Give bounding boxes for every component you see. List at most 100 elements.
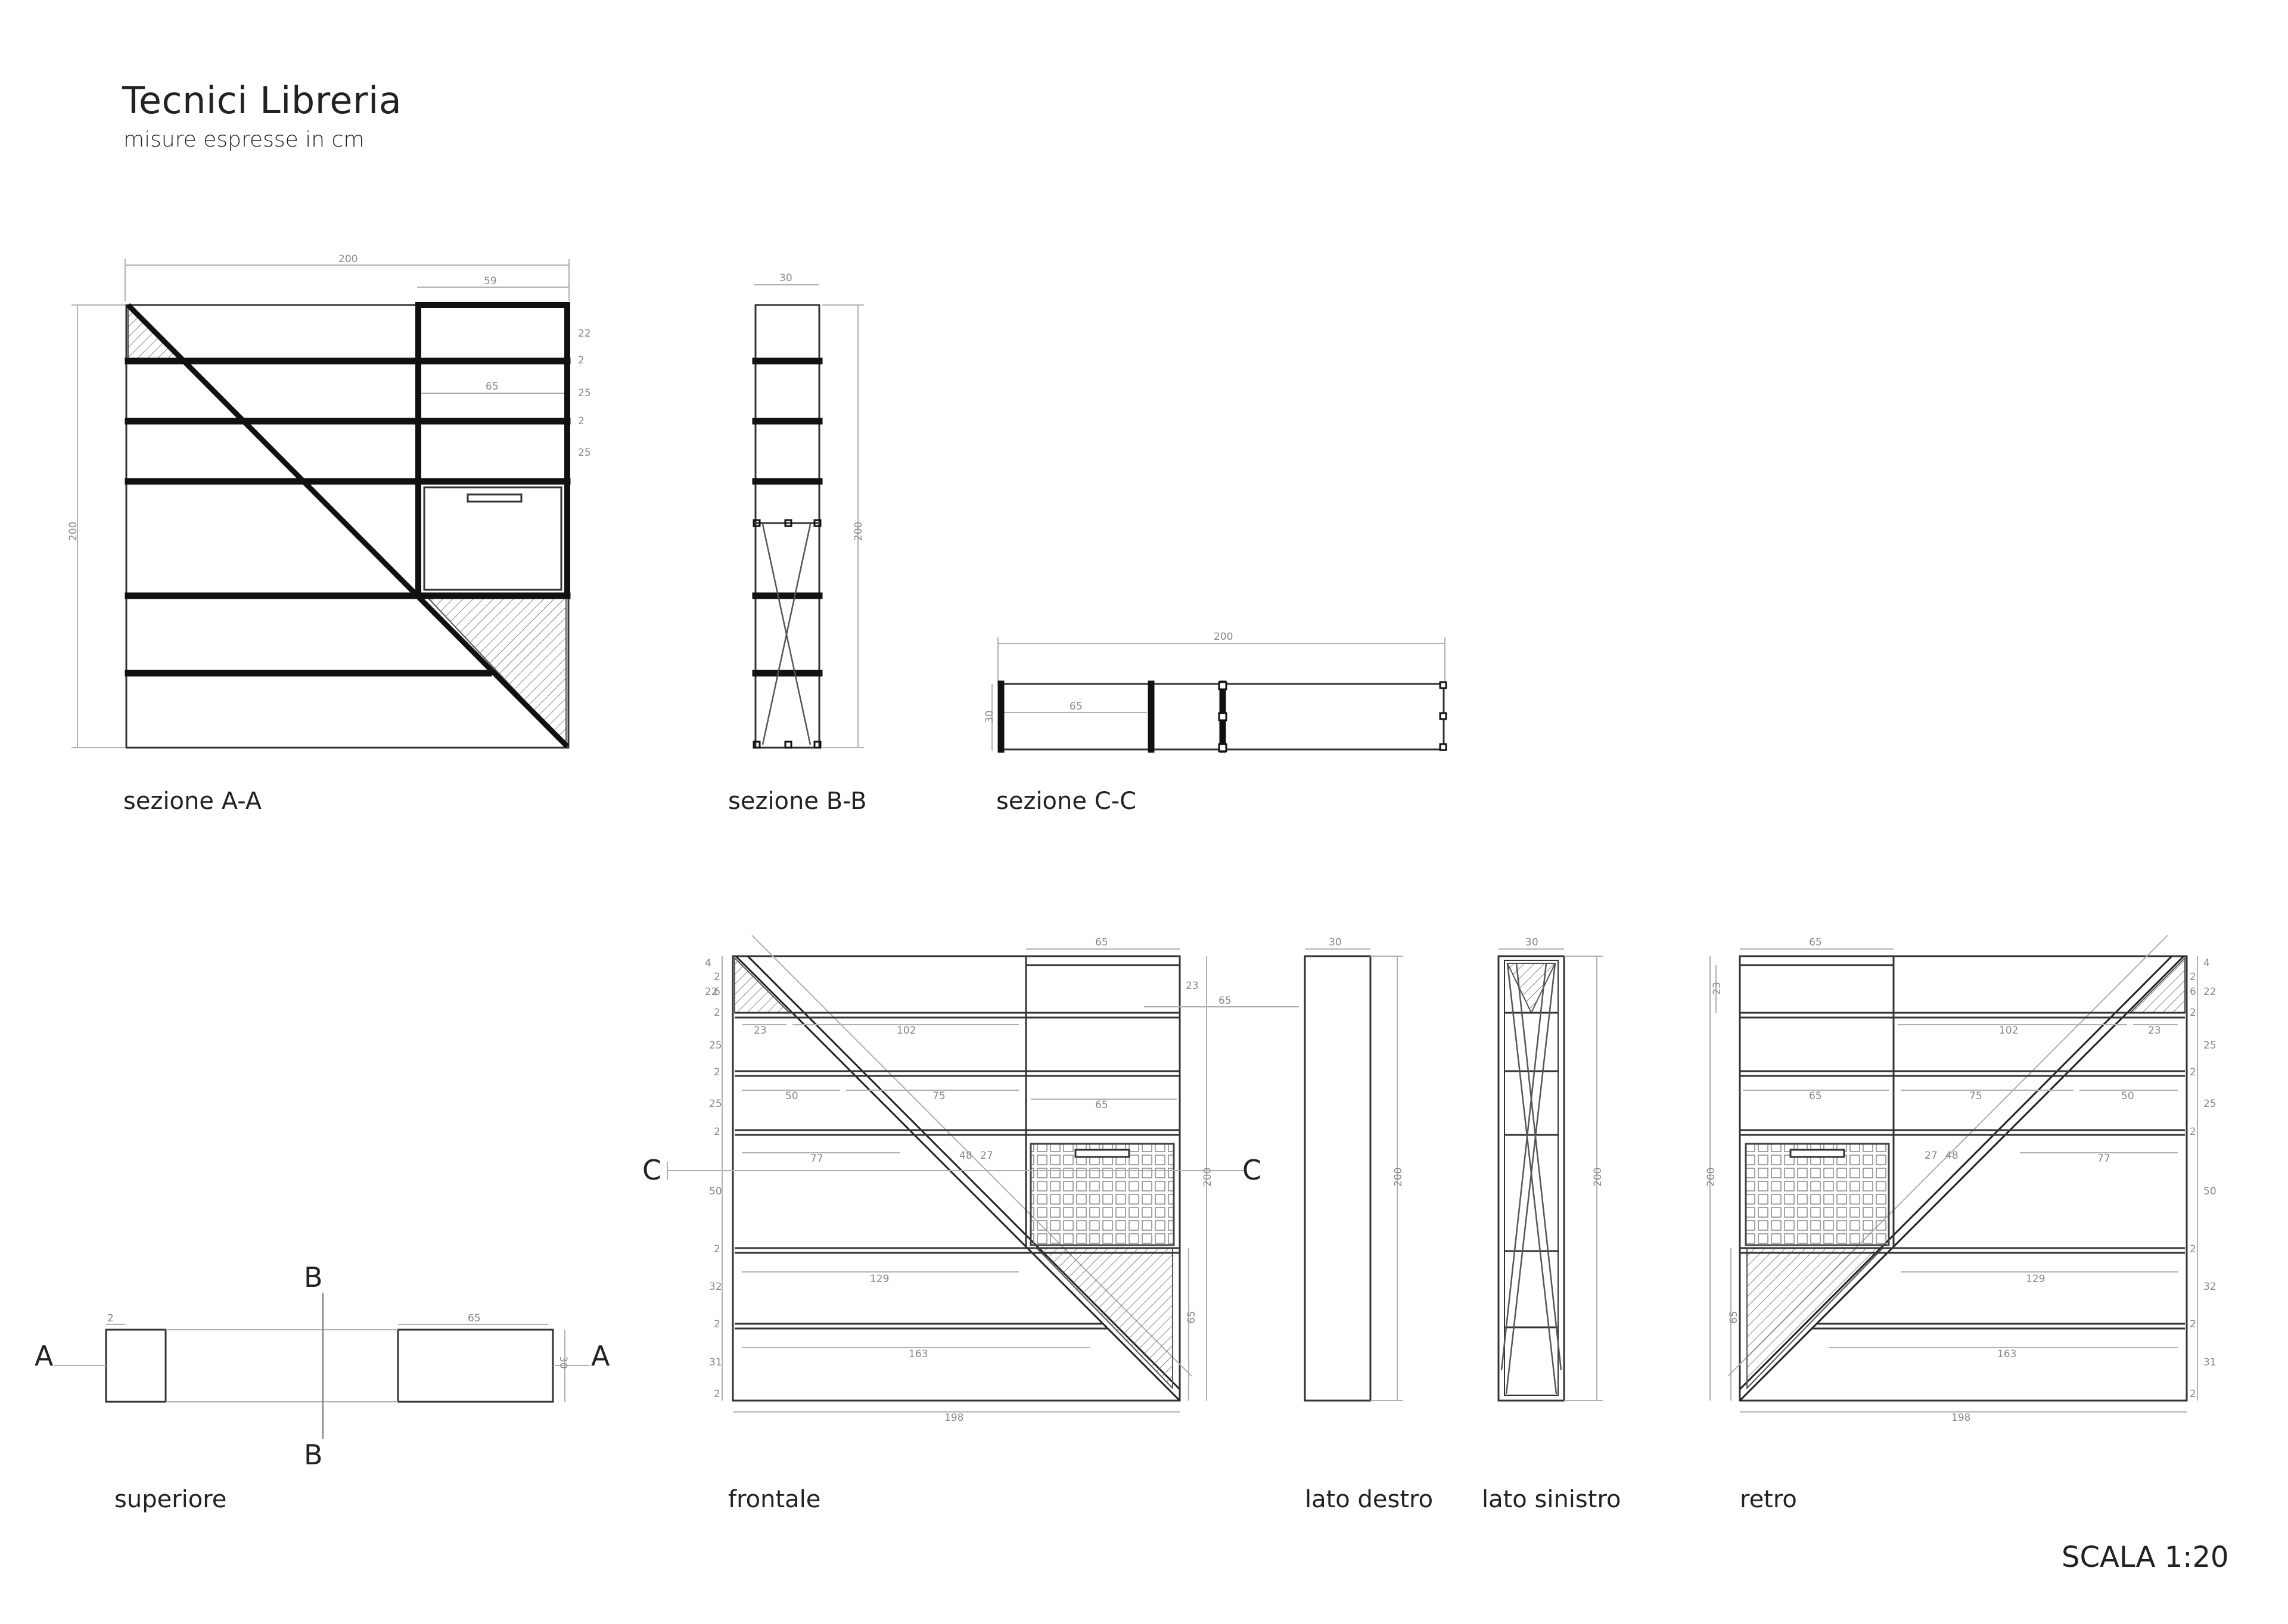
dim-front-col-12: 32 [709,1281,722,1293]
dim-back-top-row: 23 [1711,982,1723,995]
section-marker-b-top: B [304,1261,323,1293]
dim-back-col-15: 2 [2190,1388,2196,1400]
left-side-drawing: 30 200 [1497,937,1604,1402]
dim-back-shelf-10: 163 [1997,1348,2016,1360]
dim-aa-row-3: 25 [578,387,591,399]
section-marker-a-right: A [591,1340,610,1372]
dim-front-shelf-2: 102 [897,1025,916,1037]
dim-back-col-10: 50 [2203,1186,2216,1197]
dim-right-height: 200 [1392,1168,1404,1187]
dim-back-col-3: 22 [2203,986,2216,998]
section-bb-label: sezione B-B [728,788,867,815]
dim-front-shelf-9: 129 [870,1273,889,1285]
dim-back-col-9: 2 [2190,1126,2196,1138]
dim-aa-inner: 65 [486,381,499,393]
section-cc-drawing: 200 30 65 [984,631,1447,753]
section-marker-b-bottom: B [304,1439,323,1471]
dim-aa-row-2: 2 [578,354,585,366]
dim-back-shelf-1: 102 [1999,1025,2018,1037]
dim-front-col-13: 2 [714,1318,720,1330]
dim-back-shelf-8: 77 [2097,1153,2110,1165]
dim-back-col-2: 2 [2190,971,2196,983]
section-marker-c-left: C [642,1154,661,1186]
dim-front-height: 200 [1202,1168,1214,1187]
dim-back-shelf-5: 50 [2121,1090,2134,1102]
dim-back-col-11: 2 [2190,1243,2196,1255]
dim-front-col-8: 25 [709,1098,722,1110]
dim-front-col-7: 2 [714,1066,720,1078]
front-view-label: frontale [728,1486,820,1513]
section-cc-label: sezione C-C [996,788,1136,815]
dim-top-thickness: 2 [107,1312,114,1324]
back-view-label: retro [1740,1486,1797,1513]
dim-back-col-8: 25 [2203,1098,2216,1110]
section-aa-label: sezione A-A [123,788,262,815]
dim-front-col-9: 2 [714,1126,720,1138]
dim-aa-row-5: 25 [578,447,591,459]
dim-front-col-1: 4 [705,957,711,969]
dim-top-depth: 30 [557,1356,569,1369]
dim-front-col-11: 2 [714,1243,720,1255]
section-marker-c-right: C [1242,1154,1261,1186]
dim-front-top-row: 23 [1186,980,1199,992]
dim-front-shelf-1: 23 [754,1025,767,1037]
dim-back-shelf-9: 129 [2026,1273,2045,1285]
dim-back-col-13: 2 [2190,1318,2196,1330]
dim-front-col-5: 2 [714,1007,720,1019]
left-side-label: lato sinistro [1482,1486,1621,1513]
right-side-label: lato destro [1305,1486,1433,1513]
drawing-subtitle: misure espresse in cm [123,127,364,152]
dim-bb-depth: 30 [779,272,792,284]
right-side-drawing: 30 200 [1304,937,1404,1402]
dim-back-bottom-width: 198 [1951,1412,1970,1424]
dim-left-height: 200 [1592,1168,1604,1187]
section-marker-a-left: A [35,1340,54,1372]
dim-back-col-5: 2 [2190,1007,2196,1019]
dim-back-lower-height: 65 [1728,1311,1740,1324]
dim-front-col-14: 31 [709,1357,722,1368]
dim-front-col-2: 2 [714,971,720,983]
back-view-drawing: 65 23 102 23 65 75 50 27 48 77 129 163 2… [1705,935,2216,1424]
dim-aa-width: 200 [338,253,358,265]
dim-front-shelf-4: 75 [932,1090,946,1102]
dim-top-module: 65 [468,1312,481,1324]
dim-aa-compartment: 59 [484,275,497,287]
dim-front-top-width: 65 [1095,937,1108,948]
dim-back-height: 200 [1705,1168,1717,1187]
section-bb-drawing: 30 200 [752,272,865,749]
dim-aa-row-1: 22 [578,328,591,340]
dim-front-bottom-width: 198 [944,1412,963,1424]
dim-front-lower-height: 65 [1186,1311,1198,1324]
dim-bb-height: 200 [853,522,865,541]
dim-back-col-7: 2 [2190,1066,2196,1078]
dim-front-shelf-10: 163 [909,1348,928,1360]
top-view-drawing: 2 65 30 [54,1293,590,1439]
dim-back-col-1: 4 [2203,957,2210,969]
dim-front-col-4: 6 [714,986,720,998]
dim-cc-width: 200 [1214,631,1233,643]
dim-front-col-15: 2 [714,1388,720,1400]
dim-right-depth: 30 [1329,937,1342,948]
dim-back-shelf-4: 75 [1969,1090,1982,1102]
top-view-label: superiore [114,1486,226,1513]
dim-front-col-3: 22 [705,986,718,998]
dim-left-depth: 30 [1525,937,1538,948]
dim-back-shelf-7: 48 [1945,1150,1959,1162]
dim-aa-height: 200 [67,522,79,541]
dim-back-top-width: 65 [1809,937,1822,948]
scale-label: SCALA 1:20 [2062,1541,2229,1574]
dim-front-col-10: 50 [709,1186,722,1197]
section-aa-drawing: 200 59 200 65 22 2 25 2 25 [67,253,591,749]
dim-back-shelf-3: 65 [1809,1090,1822,1102]
dim-front-shelf-8: 27 [980,1150,993,1162]
dim-back-shelf-6: 27 [1925,1150,1938,1162]
dim-front-shelf-7: 48 [959,1150,972,1162]
dim-back-col-14: 31 [2203,1357,2216,1368]
dim-front-shelf-6: 77 [810,1153,823,1165]
drawing-title: Tecnici Libreria [122,79,402,122]
dim-back-col-6: 25 [2203,1040,2216,1051]
dim-back-col-4: 6 [2190,986,2196,998]
dim-back-col-12: 32 [2203,1281,2216,1293]
dim-front-shelf-5: 65 [1095,1099,1108,1111]
